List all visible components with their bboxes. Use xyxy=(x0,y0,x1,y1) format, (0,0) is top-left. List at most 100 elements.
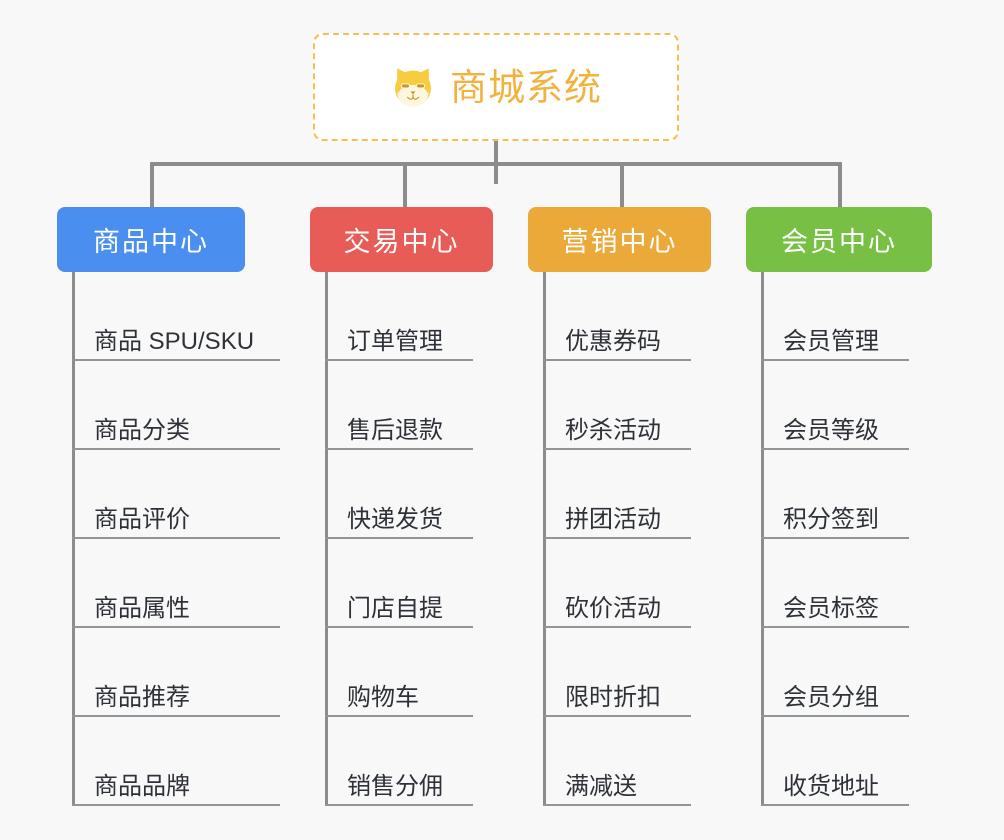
leaf-list-marketing-center: 优惠券码秒杀活动拼团活动砍价活动限时折扣满减送 xyxy=(528,272,711,806)
leaf-item[interactable]: 商品 SPU/SKU xyxy=(72,272,280,361)
category-column-member-center: 会员中心会员管理会员等级积分签到会员标签会员分组收货地址 xyxy=(746,207,932,806)
leaf-item-label: 订单管理 xyxy=(347,327,443,355)
leaf-item-label: 商品分类 xyxy=(94,416,190,444)
leaf-item-label: 门店自提 xyxy=(347,594,443,622)
leaf-item-rule xyxy=(761,804,909,806)
leaf-item[interactable]: 商品评价 xyxy=(72,450,280,539)
leaf-item-rule xyxy=(72,448,280,450)
category-column-trade-center: 交易中心订单管理售后退款快递发货门店自提购物车销售分佣 xyxy=(310,207,493,806)
leaf-item[interactable]: 限时折扣 xyxy=(543,628,711,717)
leaf-item-rule xyxy=(543,804,691,806)
leaf-item-label: 限时折扣 xyxy=(565,683,661,711)
leaf-item-rule xyxy=(325,715,473,717)
leaf-item-label: 商品推荐 xyxy=(94,683,190,711)
leaf-item-label: 会员等级 xyxy=(783,416,879,444)
category-header-marketing-center[interactable]: 营销中心 xyxy=(528,207,711,272)
leaf-item[interactable]: 售后退款 xyxy=(325,361,493,450)
category-header-trade-center[interactable]: 交易中心 xyxy=(310,207,493,272)
leaf-item[interactable]: 会员管理 xyxy=(761,272,932,361)
leaf-item[interactable]: 商品分类 xyxy=(72,361,280,450)
connector-horizontal-bus xyxy=(150,162,842,166)
leaf-item-label: 商品评价 xyxy=(94,505,190,533)
leaf-item-rule xyxy=(325,448,473,450)
leaf-list-trade-center: 订单管理售后退款快递发货门店自提购物车销售分佣 xyxy=(310,272,493,806)
leaf-item-label: 会员分组 xyxy=(783,683,879,711)
leaf-item-rule xyxy=(543,359,691,361)
leaf-item[interactable]: 会员分组 xyxy=(761,628,932,717)
category-header-label: 会员中心 xyxy=(781,227,897,257)
leaf-item[interactable]: 门店自提 xyxy=(325,539,493,628)
category-header-member-center[interactable]: 会员中心 xyxy=(746,207,932,272)
leaf-item-label: 拼团活动 xyxy=(565,505,661,533)
leaf-item[interactable]: 满减送 xyxy=(543,717,711,806)
leaf-item-rule xyxy=(543,626,691,628)
leaf-item-label: 收货地址 xyxy=(783,772,879,800)
leaf-item-rule xyxy=(543,537,691,539)
leaf-item[interactable]: 商品推荐 xyxy=(72,628,280,717)
leaf-item[interactable]: 收货地址 xyxy=(761,717,932,806)
column-spine xyxy=(761,272,764,806)
connector-drop-1 xyxy=(150,162,154,208)
category-header-label: 商品中心 xyxy=(93,227,209,257)
category-header-label: 营销中心 xyxy=(561,227,678,257)
leaf-item-rule xyxy=(72,804,280,806)
connector-drop-4 xyxy=(838,162,842,208)
leaf-item-rule xyxy=(325,359,473,361)
leaf-item-label: 优惠券码 xyxy=(565,327,661,355)
leaf-item[interactable]: 商品品牌 xyxy=(72,717,280,806)
leaf-list-member-center: 会员管理会员等级积分签到会员标签会员分组收货地址 xyxy=(746,272,932,806)
leaf-item-label: 购物车 xyxy=(347,683,419,711)
leaf-item[interactable]: 购物车 xyxy=(325,628,493,717)
leaf-item[interactable]: 拼团活动 xyxy=(543,450,711,539)
leaf-item-label: 砍价活动 xyxy=(565,594,661,622)
leaf-item-rule xyxy=(761,626,909,628)
leaf-item-rule xyxy=(325,626,473,628)
leaf-item-label: 积分签到 xyxy=(783,505,879,533)
leaf-item[interactable]: 会员等级 xyxy=(761,361,932,450)
leaf-item[interactable]: 砍价活动 xyxy=(543,539,711,628)
leaf-item-rule xyxy=(72,715,280,717)
leaf-item[interactable]: 会员标签 xyxy=(761,539,932,628)
category-column-product-center: 商品中心商品 SPU/SKU 商品分类商品评价商品属性商品推荐商品品牌 xyxy=(57,207,280,806)
column-spine xyxy=(543,272,546,806)
leaf-item-label: 秒杀活动 xyxy=(565,416,661,444)
leaf-item[interactable]: 积分签到 xyxy=(761,450,932,539)
category-header-product-center[interactable]: 商品中心 xyxy=(57,207,245,272)
leaf-item[interactable]: 订单管理 xyxy=(325,272,493,361)
leaf-list-product-center: 商品 SPU/SKU 商品分类商品评价商品属性商品推荐商品品牌 xyxy=(57,272,280,806)
leaf-item-rule xyxy=(325,537,473,539)
leaf-item-label: 售后退款 xyxy=(347,416,443,444)
leaf-item-label: 商品属性 xyxy=(94,594,190,622)
leaf-item[interactable]: 秒杀活动 xyxy=(543,361,711,450)
leaf-item-label: 快递发货 xyxy=(347,505,443,533)
leaf-item-rule xyxy=(543,715,691,717)
leaf-item-label: 满减送 xyxy=(565,772,637,800)
leaf-item-label: 商品 SPU/SKU xyxy=(94,327,255,355)
category-column-marketing-center: 营销中心优惠券码秒杀活动拼团活动砍价活动限时折扣满减送 xyxy=(528,207,711,806)
connector-drop-2 xyxy=(403,162,407,208)
leaf-item-rule xyxy=(72,626,280,628)
leaf-item-label: 商品品牌 xyxy=(94,772,190,800)
leaf-item[interactable]: 销售分佣 xyxy=(325,717,493,806)
root-node-shop-system[interactable]: 商城系统 xyxy=(313,33,679,141)
column-spine xyxy=(325,272,328,806)
leaf-item-rule xyxy=(761,715,909,717)
leaf-item-label: 会员管理 xyxy=(783,327,879,355)
leaf-item-rule xyxy=(761,448,909,450)
leaf-item-rule xyxy=(72,359,280,361)
column-spine xyxy=(72,272,75,806)
leaf-item[interactable]: 商品属性 xyxy=(72,539,280,628)
leaf-item-rule xyxy=(543,448,691,450)
leaf-item-rule xyxy=(761,537,909,539)
leaf-item-label: 销售分佣 xyxy=(347,772,443,800)
leaf-item-label: 会员标签 xyxy=(783,594,879,622)
root-title: 商城系统 xyxy=(450,66,602,108)
leaf-item[interactable]: 快递发货 xyxy=(325,450,493,539)
connector-drop-3 xyxy=(620,162,624,208)
leaf-item-rule xyxy=(761,359,909,361)
shiba-dog-icon xyxy=(390,64,436,110)
leaf-item[interactable]: 优惠券码 xyxy=(543,272,711,361)
category-header-label: 交易中心 xyxy=(343,227,460,257)
leaf-item-rule xyxy=(325,804,473,806)
